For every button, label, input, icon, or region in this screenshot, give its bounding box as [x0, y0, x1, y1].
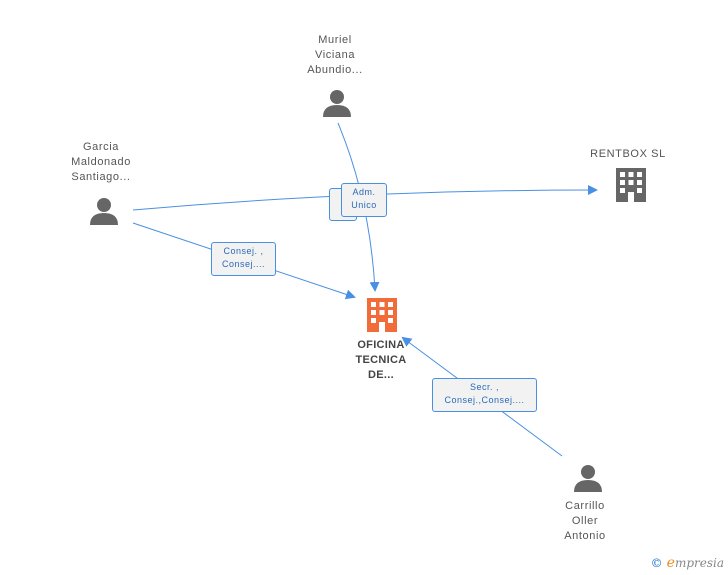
- brand-logo-text: mpresia: [674, 556, 724, 570]
- node-label-carrillo[interactable]: Carrillo Oller Antonio: [564, 500, 606, 542]
- node-label-garcia[interactable]: Garcia Maldonado Santiago...: [71, 141, 131, 183]
- person-icon[interactable]: [90, 198, 118, 225]
- brand-logo-initial: e: [666, 555, 675, 571]
- building-icon[interactable]: [367, 298, 397, 332]
- person-icon[interactable]: [574, 465, 602, 492]
- person-icon[interactable]: [323, 90, 351, 117]
- edge-label-secr-carrillo[interactable]: Secr. , Consej.,Consej....: [432, 378, 537, 412]
- building-icon[interactable]: [616, 168, 646, 202]
- copyright-icon: ©: [650, 556, 663, 570]
- node-label-rentbox[interactable]: RENTBOX SL: [590, 148, 666, 160]
- node-label-muriel[interactable]: Muriel Viciana Abundio...: [307, 34, 363, 76]
- edge-label-consej-garcia[interactable]: Consej. , Consej....: [211, 242, 276, 276]
- edge-label-adm-unico[interactable]: Adm. Unico: [341, 183, 387, 217]
- brand-watermark: ©empresia: [651, 555, 724, 571]
- node-label-oficina[interactable]: OFICINA TECNICA DE...: [355, 339, 407, 381]
